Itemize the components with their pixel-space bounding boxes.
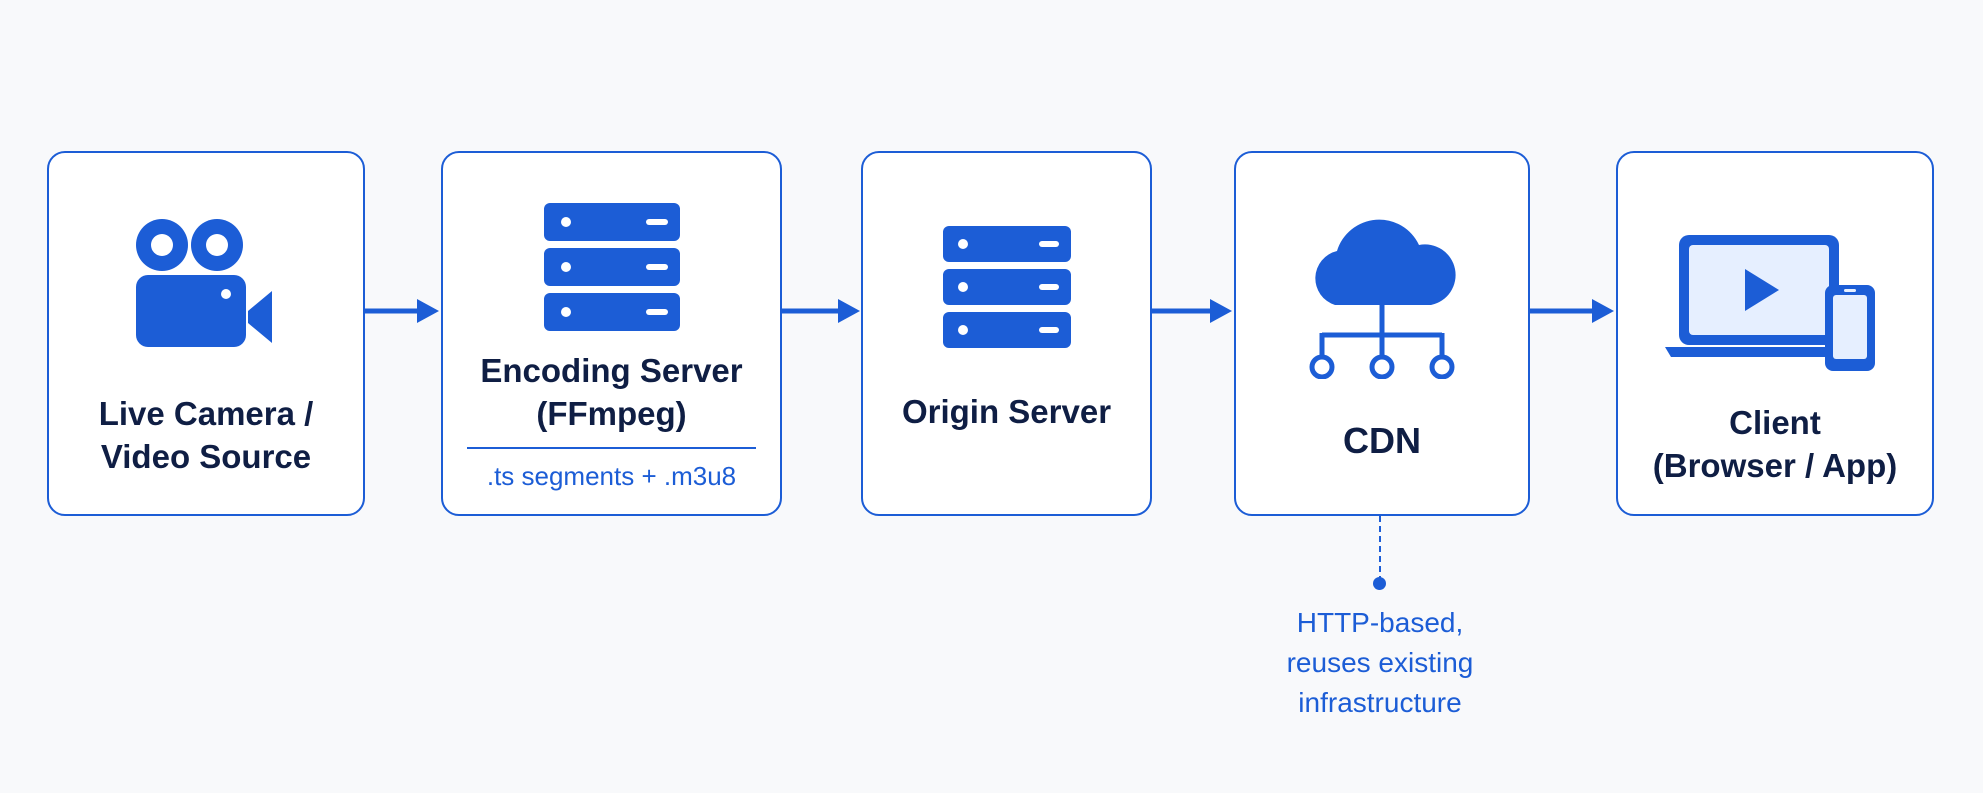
node-label: Live Camera / Video Source <box>98 395 314 475</box>
node-encoding-server: Encoding Server (FFmpeg) .ts segments + … <box>441 151 782 516</box>
node-label: Encoding Server (FFmpeg) <box>480 352 743 432</box>
node-cdn: CDN <box>1234 151 1530 516</box>
node-client: Client (Browser / App) <box>1616 151 1934 516</box>
node-label: Origin Server <box>901 393 1112 430</box>
cloud-network-icon <box>1236 209 1528 379</box>
cdn-note: HTTP-based, reuses existing infrastructu… <box>1286 607 1474 718</box>
laptop-phone-icon <box>1618 231 1932 371</box>
server-stack-icon <box>863 226 1150 350</box>
divider <box>467 447 756 449</box>
flow-arrow <box>1530 299 1614 323</box>
node-label: CDN <box>1343 420 1421 461</box>
node-sublabel: .ts segments + .m3u8 <box>486 461 737 491</box>
flow-arrow <box>1152 299 1232 323</box>
node-label: Client (Browser / App) <box>1652 404 1898 484</box>
callout-dot <box>1373 577 1386 590</box>
video-camera-icon <box>49 219 363 349</box>
node-live-camera: Live Camera / Video Source <box>47 151 365 516</box>
server-stack-icon <box>443 203 780 333</box>
node-origin-server: Origin Server <box>861 151 1152 516</box>
flow-arrow <box>365 299 439 323</box>
callout-connector <box>1379 516 1381 582</box>
flow-arrow <box>782 299 860 323</box>
